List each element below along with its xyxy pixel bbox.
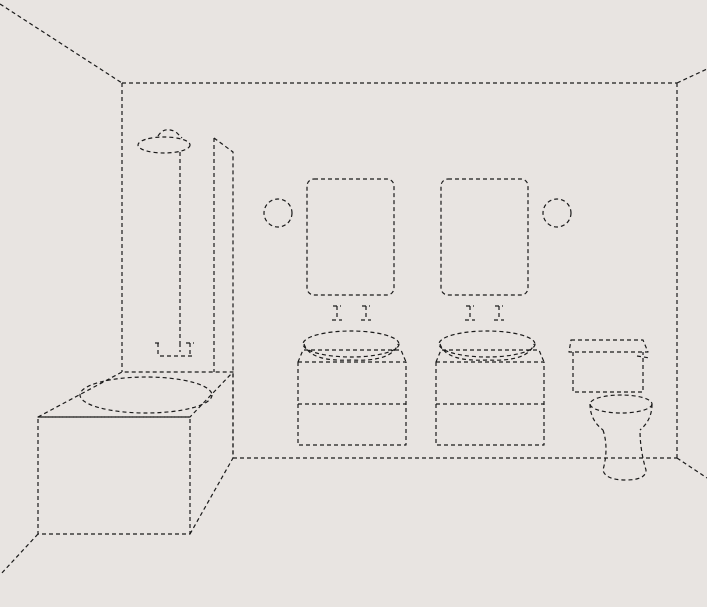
vanity-right-taps-icon: [465, 305, 504, 321]
bathtub: [37, 371, 234, 535]
room-walls: [0, 3, 707, 576]
toilet: [568, 339, 653, 481]
sink-bowl-left: [302, 330, 400, 358]
ceiling-edge-right: [676, 68, 707, 84]
vanity-left-taps-icon: [332, 305, 371, 321]
toilet-flush-handle: [636, 355, 651, 359]
vanity-right: [435, 330, 545, 446]
mirror-right: [440, 178, 529, 296]
vanity-left: [297, 330, 407, 446]
shower-head: [137, 129, 191, 343]
bathtub-side: [189, 372, 234, 535]
bath-faucet-icon: [155, 342, 194, 357]
mirror-left: [306, 178, 395, 296]
wall-light-right: [542, 198, 572, 228]
floor-edge-left: [0, 533, 39, 576]
floor-edge-right: [676, 457, 707, 479]
toilet-tank-lid: [568, 339, 649, 353]
wall-light-left: [263, 198, 293, 228]
bathtub-front: [37, 416, 191, 535]
ceiling-edge-left: [0, 3, 123, 84]
sink-bowl-right: [438, 330, 536, 358]
bathtub-rim-top: [37, 371, 234, 418]
bathtub-basin: [79, 376, 213, 414]
toilet-tank: [572, 352, 644, 393]
shower-glass-panel: [213, 137, 234, 458]
toilet-seat: [589, 394, 653, 414]
toilet-base: [602, 429, 647, 481]
